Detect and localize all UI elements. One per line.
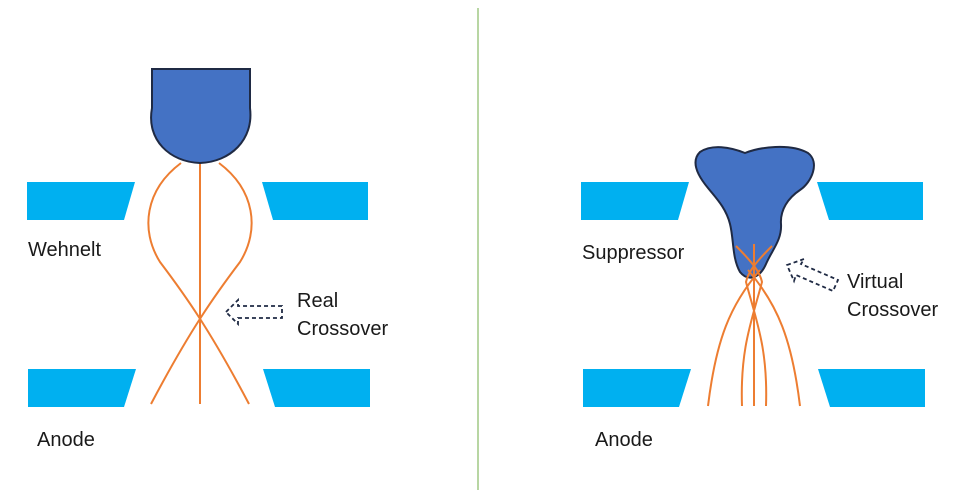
dashed-diagonal-arrow-icon (785, 257, 840, 293)
right-crossover-label-line2: Crossover (847, 299, 938, 321)
left-anode-electrode-right (263, 369, 370, 407)
left-anode-electrode-left (28, 369, 136, 407)
left-wehnelt-label: Wehnelt (28, 239, 101, 261)
left-electron-beam (147, 162, 253, 405)
left-wehnelt-electrode-left (27, 182, 135, 220)
right-suppressor-label: Suppressor (582, 242, 685, 264)
left-crossover-label-line1: Real (297, 290, 338, 312)
right-anode-label: Anode (595, 429, 653, 451)
left-wehnelt-electrode-right (262, 182, 368, 220)
left-crossover-label-line2: Crossover (297, 318, 388, 340)
left-beam-ray-right (150, 162, 253, 405)
right-suppressor-electrode-right (817, 182, 923, 220)
right-emitter-tip (694, 145, 815, 279)
dashed-left-arrow-icon (224, 297, 283, 327)
left-anode-label: Anode (37, 429, 95, 451)
right-suppressor-electrode-left (581, 182, 689, 220)
right-beam-ray-outer-right (747, 269, 801, 407)
right-beam-ray-right (744, 245, 773, 407)
left-beam-ray-left (147, 162, 250, 405)
right-anode-electrode-right (818, 369, 925, 407)
right-panel: Suppressor Anode Virtual Crossover (581, 145, 938, 451)
right-electron-beam (707, 244, 801, 407)
left-emitter-tip (150, 68, 252, 165)
right-beam-ray-left (735, 245, 764, 407)
right-beam-ray-outer-left (707, 269, 761, 407)
right-crossover-label-line1: Virtual (847, 271, 903, 293)
right-anode-electrode-left (583, 369, 691, 407)
left-panel: Wehnelt Anode Real Crossover (27, 68, 388, 451)
